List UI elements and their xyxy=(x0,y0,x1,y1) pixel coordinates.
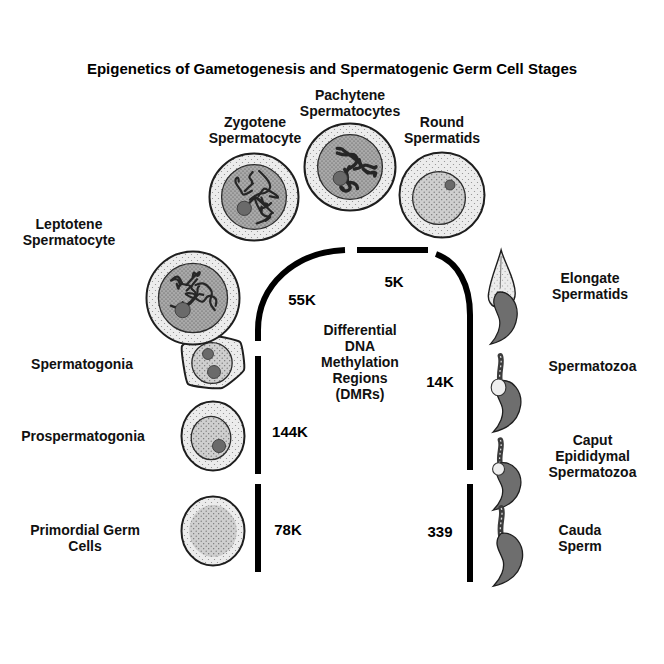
sperm-head xyxy=(494,533,523,586)
germ-cell: Spermatozoa xyxy=(482,356,528,434)
cell-illustration xyxy=(303,122,397,212)
nucleus xyxy=(222,165,287,230)
dmr-count: 78K xyxy=(258,521,318,539)
nucleolus xyxy=(203,349,214,360)
stage-label: Elongate Spermatids xyxy=(540,270,640,302)
germ-cell: Elongate Spermatids xyxy=(480,250,524,346)
chromosome xyxy=(255,198,271,210)
chromosome xyxy=(183,279,197,304)
cell-illustration xyxy=(398,151,486,239)
dmr-count: 339 xyxy=(410,523,470,541)
dmr-count: 55K xyxy=(272,291,332,309)
cell-illustration xyxy=(482,356,528,434)
nucleolus xyxy=(333,171,347,185)
nucleus xyxy=(158,263,227,332)
cytoplasm xyxy=(182,497,245,566)
chromosome xyxy=(186,286,199,297)
cell-illustration xyxy=(180,495,246,567)
cytoplasm xyxy=(400,153,485,238)
axis-label: Differential DNA Methylation Regions (DM… xyxy=(312,322,408,402)
stage-label: Pachytene Spermatocytes xyxy=(290,87,410,119)
nucleus xyxy=(318,135,383,200)
nucleolus xyxy=(212,439,225,452)
chromosome xyxy=(258,189,278,198)
chromosome xyxy=(177,284,191,291)
arch-segment xyxy=(436,254,470,470)
arch-segment xyxy=(255,356,261,474)
nucleus xyxy=(192,343,232,384)
nucleus xyxy=(189,505,237,557)
nucleus xyxy=(191,416,231,459)
stage-label: Primordial Germ Cells xyxy=(20,522,150,554)
dmr-count: 5K xyxy=(364,273,424,291)
germ-cell: Primordial Germ Cells xyxy=(180,495,246,567)
nucleus xyxy=(413,172,466,225)
stage-label: Caput Epididymal Spermatozoa xyxy=(540,432,645,480)
germ-cell: Cauda Sperm xyxy=(482,508,530,588)
cytoplasm xyxy=(210,154,299,241)
cytoplasm xyxy=(182,402,245,471)
flagellum xyxy=(500,256,502,289)
arch-segment xyxy=(357,247,428,253)
cytoplasmic-droplet xyxy=(493,463,505,476)
cell-illustration xyxy=(480,250,524,346)
nucleolus xyxy=(237,201,251,215)
dmr-count: 144K xyxy=(260,423,320,441)
cell-illustration xyxy=(208,152,300,242)
germ-cell: Prospermatogonia xyxy=(180,400,246,472)
arch-segment xyxy=(255,484,261,572)
stage-label: Spermatogonia xyxy=(12,356,152,372)
chromosome xyxy=(363,169,375,176)
cytoplasmic-droplet xyxy=(491,379,506,396)
chromosome xyxy=(337,153,357,169)
germ-cell: Round Spermatids xyxy=(398,151,486,239)
stage-label: Zygotene Spermatocyte xyxy=(195,114,315,146)
diagram-title: Epigenetics of Gametogenesis and Spermat… xyxy=(32,60,632,78)
germ-cell: Caput Epididymal Spermatozoa xyxy=(482,440,528,512)
germ-cell: Pachytene Spermatocytes xyxy=(303,122,397,212)
nucleolus xyxy=(175,302,190,317)
chromosome xyxy=(235,178,251,195)
sperm-head xyxy=(491,292,518,344)
cell-illustration xyxy=(482,508,530,588)
germ-cell: Zygotene Spermatocyte xyxy=(208,152,300,242)
stage-label: Cauda Sperm xyxy=(545,522,615,554)
dmr-count: 14K xyxy=(410,373,470,391)
nucleolus xyxy=(208,366,221,379)
stage-label: Round Spermatids xyxy=(387,114,497,146)
chromosome xyxy=(187,272,200,284)
arch-segment xyxy=(467,484,473,582)
stage-label: Prospermatogonia xyxy=(8,428,158,444)
chromosome xyxy=(256,198,273,224)
chromosome xyxy=(195,296,216,306)
germ-cell: Leptotene Spermatocyte xyxy=(145,250,241,346)
chromosome xyxy=(359,160,376,168)
stage-label: Leptotene Spermatocyte xyxy=(8,216,130,248)
cell-illustration xyxy=(180,400,246,472)
nucleolus xyxy=(445,180,455,190)
cell-illustration xyxy=(145,250,241,346)
stage-label: Spermatozoa xyxy=(540,358,645,374)
chromosome xyxy=(245,172,253,191)
chromosome xyxy=(261,207,270,221)
sperm-head xyxy=(493,463,521,511)
cell-illustration xyxy=(482,440,528,512)
cytoplasm xyxy=(147,252,240,345)
cytoplasm xyxy=(305,124,396,211)
